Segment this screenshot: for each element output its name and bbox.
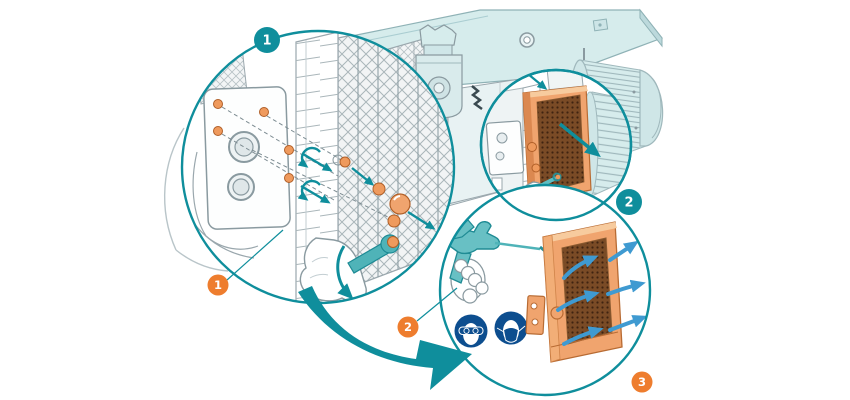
detail-circle-3: [438, 68, 652, 397]
safety-goggles-icon: [454, 314, 488, 348]
callout-1-leader: [226, 229, 284, 281]
cable-detail: [470, 85, 483, 111]
pull-out-arrow: [558, 122, 601, 158]
svg-text:3: 3: [638, 375, 646, 389]
callout-badge-1: 1: [207, 274, 229, 296]
callout-badge-2: 2: [397, 316, 419, 338]
canopy-vent: [592, 18, 609, 32]
detail-circle-3-border: [438, 183, 652, 397]
svg-text:1: 1: [214, 278, 222, 292]
callout-2-leader: [416, 287, 458, 322]
callout-badge-3: 3: [631, 371, 653, 393]
hand-with-wrench: [299, 234, 400, 303]
dust-mask-icon: [494, 311, 528, 345]
insert-arrow: [527, 73, 548, 90]
air-gun-hand: [446, 219, 546, 304]
air-gun-nozzle: [494, 241, 541, 251]
mesh-fasteners: [332, 154, 411, 228]
step-badge-2: 2: [616, 189, 642, 215]
detail-circle-1: [180, 29, 456, 305]
lifting-eye: [519, 32, 535, 48]
step-badge-1: 1: [254, 27, 280, 53]
svg-text:2: 2: [404, 320, 412, 334]
turn-arrow: [336, 245, 354, 300]
bracket-screws: [213, 99, 294, 183]
leader-lines: [226, 229, 458, 322]
bracket-plate: [203, 86, 291, 230]
svg-text:2: 2: [624, 196, 633, 211]
filter-panel-removal: [522, 85, 592, 203]
machine-left-faint-outline: [163, 127, 229, 272]
unscrew-arrows: [297, 146, 436, 230]
sequence-swoosh-arrow: [298, 286, 472, 390]
bolt-head: [387, 236, 399, 248]
svg-text:1: 1: [262, 34, 271, 49]
airflow-arrows: [556, 240, 648, 346]
terminal-bracket: [485, 120, 525, 191]
mounting-tab: [525, 295, 546, 335]
